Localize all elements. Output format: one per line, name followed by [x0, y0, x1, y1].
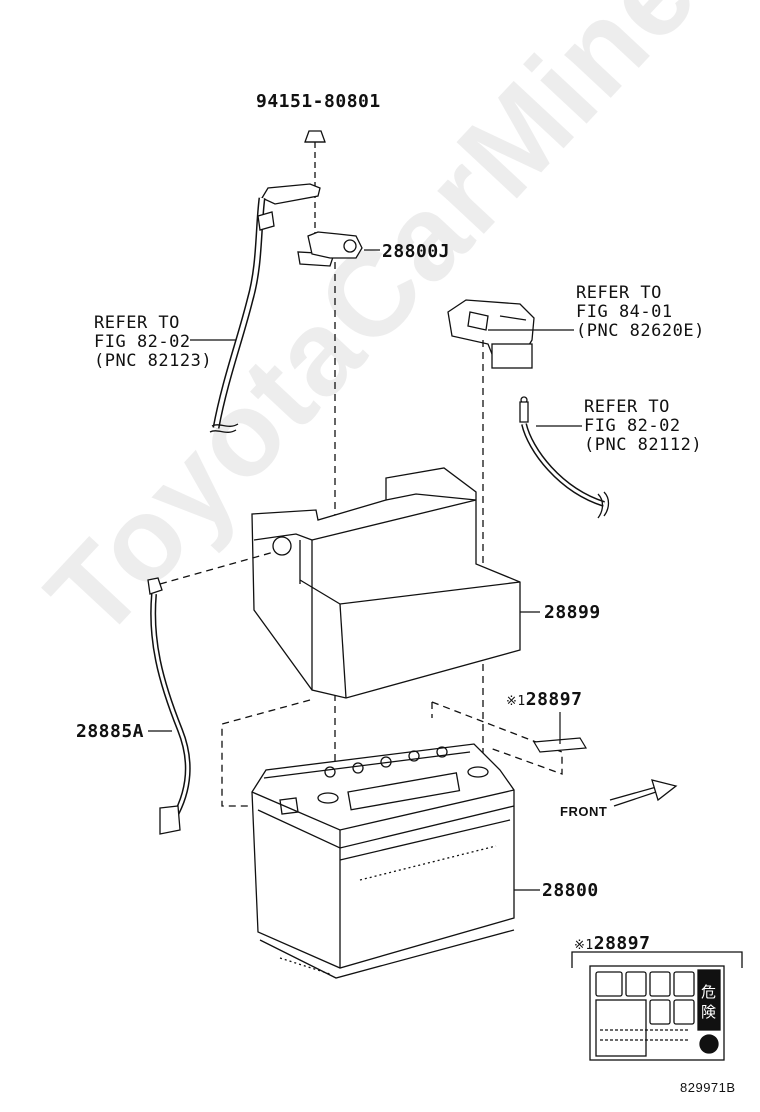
caution-sticker-number: 28897: [593, 933, 651, 954]
right-cable-drawing: [519, 396, 610, 519]
ref-left-line-1: REFER TO: [94, 313, 180, 333]
caution-kanji-2: 険: [701, 1003, 717, 1021]
projection-lines: [159, 551, 563, 807]
diagram-id: 829971B: [680, 1080, 736, 1095]
fuse-block-drawing: [447, 299, 535, 770]
leader-lines: [148, 249, 582, 891]
part-label-terminal-j: 28800J: [382, 241, 451, 262]
left-cable-drawing: [209, 183, 321, 433]
ref-right-line-1: REFER TO: [584, 397, 670, 417]
part-label-cable-a: 28885A: [76, 721, 145, 742]
part-label-battery: 28800: [542, 880, 599, 901]
part-label-clamp-nut: 94151-80801: [256, 91, 381, 112]
ref-fuse-line-3: (PNC 82620E): [576, 321, 705, 341]
ref-fuse-line-2: FIG 84-01: [576, 302, 673, 322]
part-label-sticker-ref: ※128897: [506, 690, 582, 711]
front-arrow: [609, 779, 678, 807]
ref-right-line-3: (PNC 82112): [584, 435, 703, 455]
ref-right-line-2: FIG 82-02: [584, 416, 681, 436]
sticker-ref-number: 28897: [525, 689, 583, 710]
caution-kanji-1: 危: [701, 983, 717, 1001]
front-label: FRONT: [560, 804, 608, 819]
caution-note-mark: ※1: [574, 938, 594, 953]
caution-sticker-title: ※128897: [574, 934, 650, 955]
part-label-cover: 28899: [544, 602, 601, 623]
cable-a-drawing: [147, 577, 191, 835]
ref-fuse-line-1: REFER TO: [576, 283, 662, 303]
label-ref-drawing: [532, 737, 588, 753]
clamp-nut-drawing: [304, 130, 326, 240]
battery-drawing: [251, 743, 515, 979]
cover-drawing: [251, 467, 521, 699]
ref-left-line-2: FIG 82-02: [94, 332, 191, 352]
caution-sticker-drawing: [571, 951, 743, 1061]
ref-left-line-3: (PNC 82123): [94, 351, 213, 371]
note-mark: ※1: [506, 694, 526, 709]
